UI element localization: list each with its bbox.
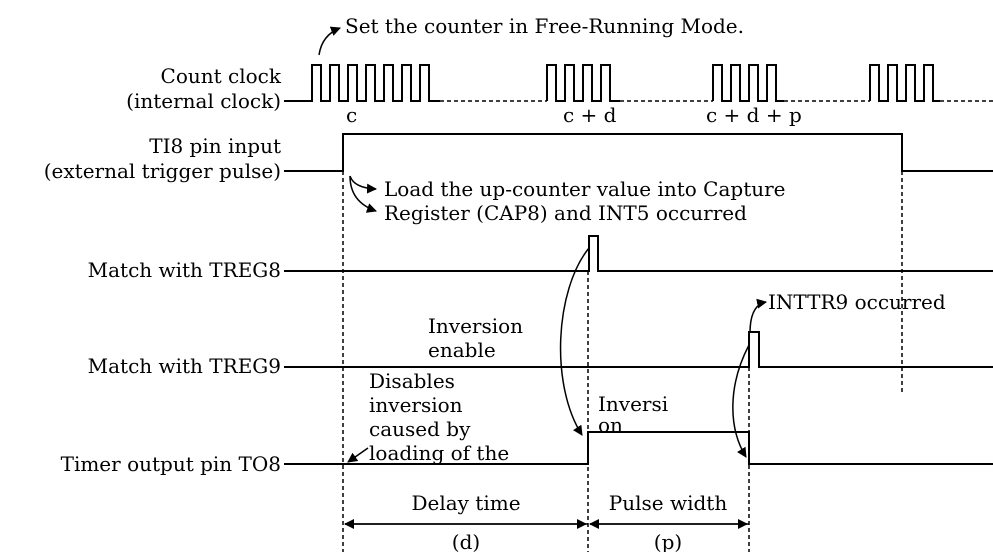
count-clock-label-1: Count clock	[161, 64, 282, 88]
count-clock-label-2: (internal clock)	[126, 89, 281, 113]
load-arrow-2	[349, 175, 377, 213]
ti8-waveform	[284, 133, 993, 172]
treg8-label: Match with TREG8	[88, 258, 281, 282]
ti8-label-1: TI8 pin input	[149, 134, 281, 158]
count-label-c: c	[346, 103, 357, 127]
pulse-width-label: Pulse width	[609, 491, 728, 515]
disables-line3: caused by	[369, 417, 471, 441]
count-label-c-d: c + d	[563, 103, 617, 127]
to8-waveform	[284, 431, 993, 465]
treg8-to-to8-arrow	[559, 247, 590, 436]
inttr9-arrow	[749, 298, 767, 334]
inversion-enable-line1: Inversion	[428, 314, 523, 338]
disables-arrow	[347, 447, 369, 463]
count-clock-waveform-2	[546, 64, 620, 102]
to8-label: Timer output pin TO8	[61, 452, 281, 476]
treg9-label: Match with TREG9	[88, 354, 281, 378]
treg9-to-to8-arrow	[732, 344, 750, 458]
inttr9-annotation: INTTR9 occurred	[768, 290, 946, 314]
delay-symbol: (d)	[452, 530, 480, 552]
delay-time-label: Delay time	[411, 491, 520, 515]
load-annotation-line1: Load the up-counter value into Capture	[384, 177, 786, 201]
inversion-line2: on	[598, 413, 623, 437]
disables-line2: inversion	[369, 393, 463, 417]
count-clock-waveform-3	[712, 64, 784, 102]
disables-line4: loading of the	[369, 441, 509, 465]
ti8-label-2: (external trigger pulse)	[44, 159, 281, 183]
inversion-line1: Inversi	[598, 392, 668, 416]
load-arrow-1	[349, 175, 377, 194]
count-label-c-d-p: c + d + p	[706, 103, 802, 127]
inversion-enable-line2: enable	[428, 338, 496, 362]
load-annotation-line2: Register (CAP8) and INT5 occurred	[384, 201, 747, 225]
disables-line1: Disables	[369, 369, 455, 393]
pulse-symbol: (p)	[654, 530, 682, 552]
count-clock-waveform-4	[869, 64, 940, 102]
top-note-arrow	[318, 26, 341, 56]
top-note: Set the counter in Free-Running Mode.	[345, 14, 744, 38]
treg8-waveform	[284, 235, 993, 272]
treg9-waveform	[284, 331, 993, 368]
count-clock-waveform	[284, 64, 440, 102]
